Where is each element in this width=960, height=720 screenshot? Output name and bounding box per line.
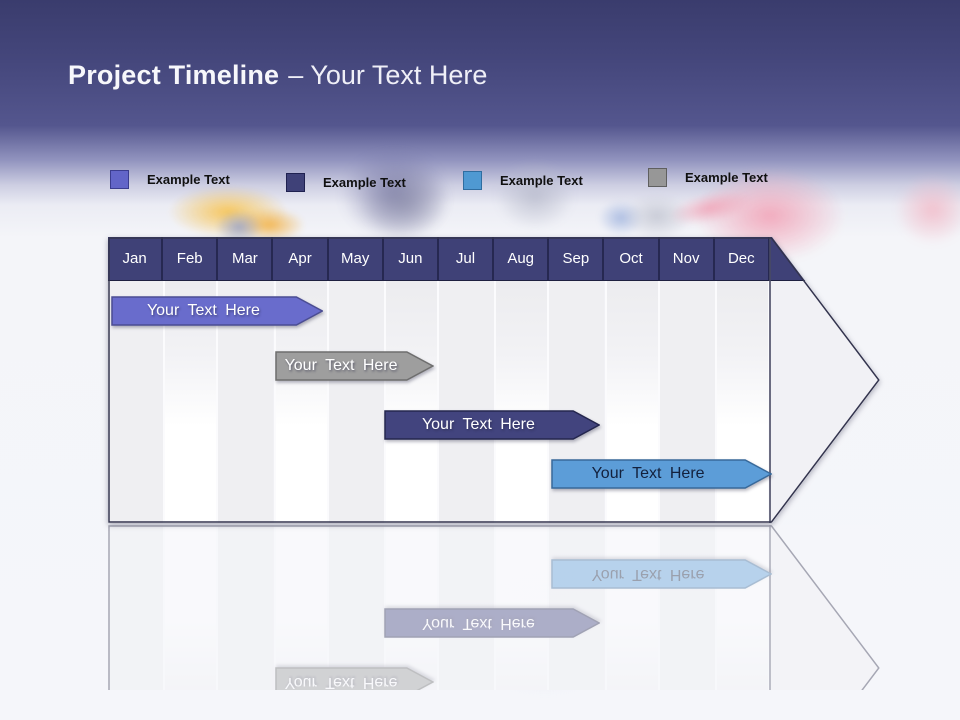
timeline-body: Jan Feb Mar Apr May Jun Jul Aug Sep Oct … [108, 237, 880, 523]
bg-slate-figure-blob [340, 148, 450, 240]
month-cell-dec: Dec [715, 237, 770, 280]
legend-swatch-blue [463, 171, 482, 190]
month-cell-may: May [329, 237, 384, 280]
month-cell-oct: Oct [604, 237, 660, 280]
month-cell-apr: Apr [273, 237, 329, 280]
month-cell-feb: Feb [163, 237, 219, 280]
month-cell-nov: Nov [660, 237, 715, 280]
legend-item-4: Example Text [648, 168, 768, 187]
legend-label: Example Text [500, 173, 583, 188]
legend-label: Example Text [685, 170, 768, 185]
month-cell-mar: Mar [218, 237, 274, 280]
month-cell-sep: Sep [549, 237, 605, 280]
bg-pink-blob-far-right [895, 175, 960, 245]
timeline-reflection: Jan Feb Mar Apr May Jun Jul Aug Sep Oct … [108, 525, 880, 690]
bar-label: Your Text Here [591, 465, 705, 482]
bar-arrow-shape [551, 459, 773, 489]
timeline-bar-gray: Your Text Here [275, 351, 434, 381]
timeline-bar-blue: Your Text Here [551, 459, 773, 489]
timeline-bar-navy: Your Text Here [384, 410, 601, 440]
bg-pink-arm-blob [665, 184, 756, 232]
bg-gray-puzzle-blob-right [622, 192, 692, 240]
legend-label: Example Text [323, 175, 406, 190]
page-title-bold: Project Timeline [68, 60, 280, 90]
bar-arrow-shape [111, 296, 324, 326]
legend-label: Example Text [147, 172, 230, 187]
legend-item-3: Example Text [463, 171, 583, 190]
legend-swatch-purple [110, 170, 129, 189]
page-title: Project Timeline – Your Text Here [68, 60, 487, 91]
page-title-subtitle: – Your Text Here [288, 60, 488, 90]
bar-arrow-shape [384, 410, 601, 440]
bar-label: Your Text Here [421, 416, 535, 433]
legend-swatch-navy [286, 173, 305, 192]
timeline-bar-purple: Your Text Here [111, 296, 324, 326]
month-header-row: Jan Feb Mar Apr May Jun Jul Aug Sep Oct … [108, 237, 808, 281]
legend-item-1: Example Text [110, 170, 230, 189]
month-cell-jun: Jun [384, 237, 439, 280]
month-cell-aug: Aug [494, 237, 550, 280]
timeline-arrow: Jan Feb Mar Apr May Jun Jul Aug Sep Oct … [108, 237, 880, 523]
legend-swatch-gray [648, 168, 667, 187]
bg-yellow-puzzle-blob [168, 186, 288, 238]
bar-label: Your Text Here [284, 357, 398, 374]
month-cell-jan: Jan [108, 237, 164, 280]
bar-label: Your Text Here [146, 302, 260, 319]
legend-item-2: Example Text [286, 173, 406, 192]
bar-arrow-shape [275, 351, 434, 381]
bg-small-blue-blob [598, 200, 644, 236]
month-cell-jul: Jul [439, 237, 495, 280]
